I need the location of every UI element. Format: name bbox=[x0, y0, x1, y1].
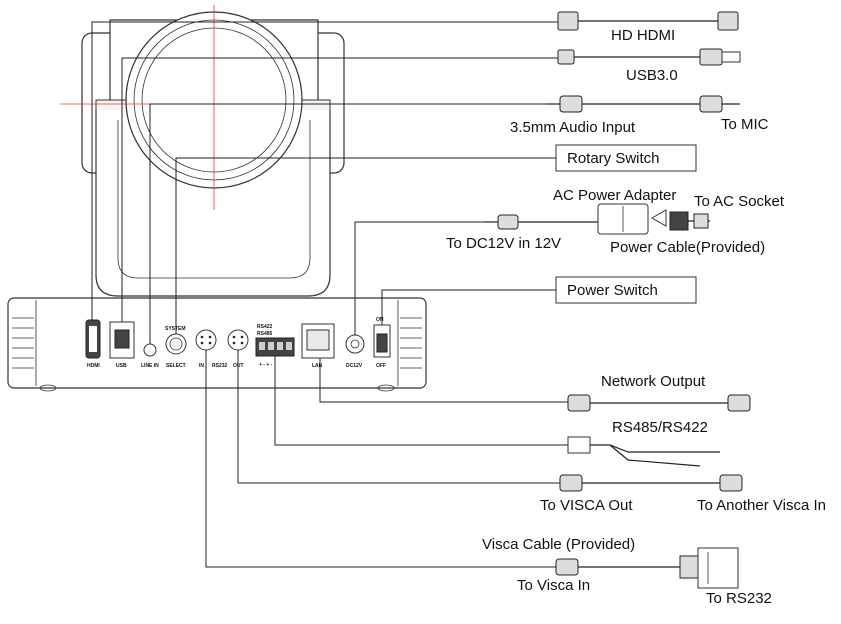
visca-cable bbox=[559, 474, 743, 492]
label-off: OFF bbox=[376, 363, 386, 369]
rs485-cable bbox=[567, 436, 720, 467]
callout-visca-cable: Visca Cable (Provided) bbox=[482, 536, 635, 553]
label-rs485: RS485 bbox=[257, 331, 273, 337]
rs232-cable bbox=[555, 547, 739, 589]
callout-to-ac-socket: To AC Socket bbox=[694, 193, 785, 210]
hdmi-cable bbox=[557, 11, 739, 31]
dc12v-jack bbox=[345, 334, 365, 354]
label-line-in: LINE IN bbox=[141, 363, 159, 369]
power-rocker-switch bbox=[373, 324, 391, 358]
label-lan: LAN bbox=[312, 363, 323, 369]
line-in-jack bbox=[143, 343, 157, 357]
system-select-rotary bbox=[165, 333, 187, 355]
callout-ac-power-adapter: AC Power Adapter bbox=[553, 187, 676, 204]
rs232-in-port bbox=[195, 329, 217, 351]
label-terminal-signs: + - + - bbox=[259, 362, 273, 368]
callout-to-rs232: To RS232 bbox=[706, 590, 772, 607]
callout-power-switch: Power Switch bbox=[567, 282, 658, 299]
label-on: ON bbox=[376, 317, 384, 323]
callout-power-cable: Power Cable(Provided) bbox=[610, 239, 765, 256]
label-usb: USB bbox=[116, 363, 127, 369]
rotary-switch-box bbox=[555, 144, 697, 172]
label-hdmi: HDMI bbox=[87, 363, 100, 369]
hdmi-port bbox=[85, 319, 101, 359]
label-rs232: RS232 bbox=[212, 363, 228, 369]
power-adapter-assembly bbox=[484, 203, 710, 235]
callout-to-dc12v: To DC12V in 12V bbox=[446, 235, 561, 252]
label-select: SELECT bbox=[166, 363, 186, 369]
label-in: IN bbox=[199, 363, 204, 369]
callout-usb30: USB3.0 bbox=[626, 67, 678, 84]
power-switch-box bbox=[555, 276, 697, 304]
lan-port bbox=[301, 323, 335, 359]
rs232-out-port bbox=[227, 329, 249, 351]
label-dc12v: DC12V bbox=[346, 363, 363, 369]
camera-base bbox=[7, 297, 427, 392]
callout-network-output: Network Output bbox=[601, 373, 706, 390]
usb-cable bbox=[557, 48, 741, 66]
callout-to-visca-out: To VISCA Out bbox=[540, 497, 633, 514]
label-rs422: RS422 bbox=[257, 324, 273, 330]
callout-to-mic: To MIC bbox=[721, 116, 769, 133]
camera-head bbox=[60, 5, 360, 297]
callout-hd-hdmi: HD HDMI bbox=[611, 27, 675, 44]
usb-port bbox=[109, 321, 135, 359]
network-cable bbox=[567, 394, 751, 412]
leader-lines bbox=[91, 21, 568, 568]
rs422-terminal-block bbox=[255, 337, 295, 357]
label-system: SYSTEM bbox=[165, 326, 186, 332]
callout-rs485-rs422: RS485/RS422 bbox=[612, 419, 708, 436]
audio-cable bbox=[546, 95, 740, 113]
callout-audio-input: 3.5mm Audio Input bbox=[510, 119, 636, 136]
callout-rotary-switch: Rotary Switch bbox=[567, 150, 660, 167]
callout-to-visca-in: To Visca In bbox=[517, 577, 590, 594]
callout-to-another-visca-in: To Another Visca In bbox=[697, 497, 826, 514]
